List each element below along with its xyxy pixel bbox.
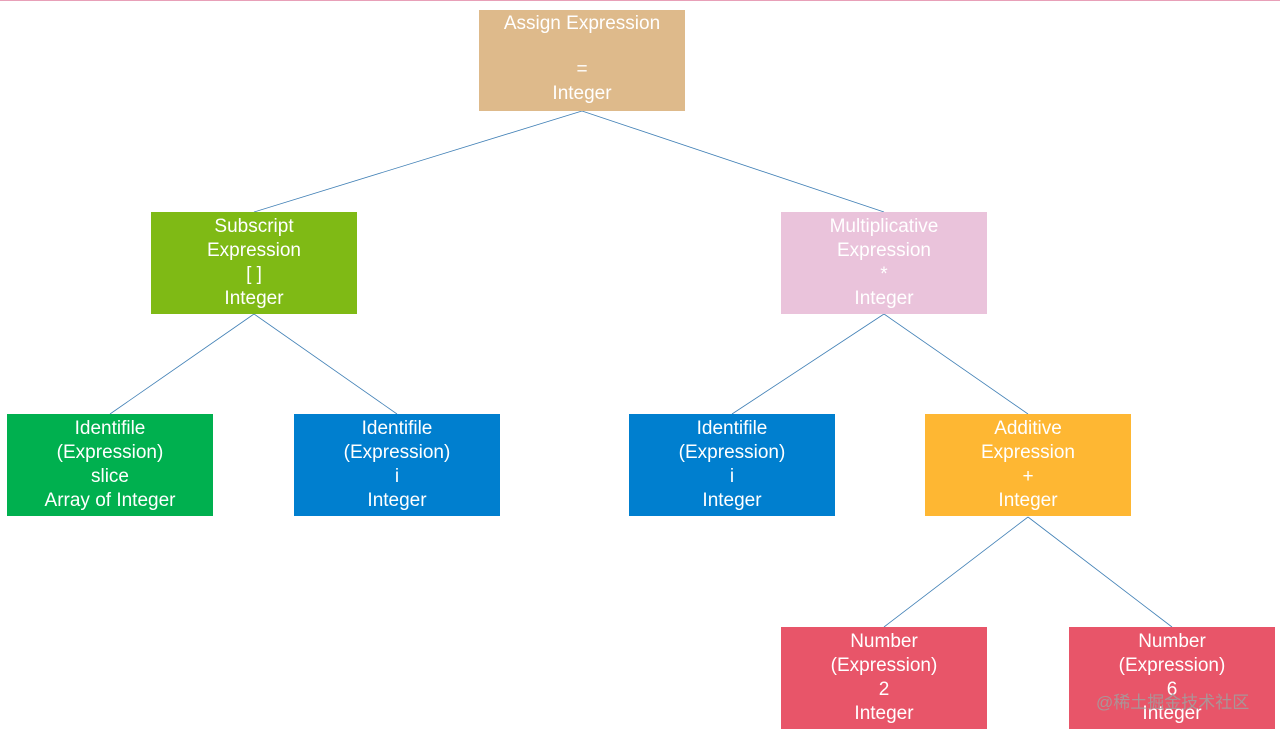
node-line: (Expression): [830, 655, 938, 676]
node-line: Integer: [702, 490, 762, 511]
node-line: Identifile: [361, 418, 433, 439]
node-number-6: Number (Expression) 6 Integer: [1069, 627, 1275, 729]
node-line: Expression: [981, 442, 1075, 463]
node-line: slice: [90, 466, 129, 487]
node-subscript-expression: Subscript Expression [ ] Integer: [151, 212, 357, 314]
node-line: [ ]: [246, 264, 262, 285]
node-line: 2: [878, 679, 890, 700]
node-additive-expression: Additive Expression + Integer: [925, 414, 1131, 516]
edge-assign-subscript: [253, 110, 583, 213]
node-line: i: [729, 466, 735, 487]
node-line: Integer: [854, 288, 914, 309]
top-rule: [0, 0, 1280, 1]
node-line: Integer: [367, 490, 427, 511]
node-line: Integer: [224, 288, 284, 309]
edge-multiplicative-ident-i-right: [731, 313, 885, 415]
node-line: Integer: [998, 490, 1058, 511]
node-line: (Expression): [678, 442, 786, 463]
node-line: Identifile: [696, 418, 768, 439]
node-identifier-slice: Identifile (Expression) slice Array of I…: [7, 414, 213, 516]
edge-assign-multiplicative: [581, 110, 885, 213]
node-line: Assign Expression: [503, 13, 661, 34]
node-line: Array of Integer: [44, 490, 176, 511]
node-line: (Expression): [1118, 655, 1226, 676]
node-line: Integer: [854, 703, 914, 724]
edge-subscript-ident-slice: [109, 313, 255, 415]
node-line: Number: [850, 631, 918, 652]
node-assign-expression: Assign Expression = Integer: [479, 10, 685, 111]
watermark: @稀土掘金技术社区: [1096, 693, 1250, 712]
node-line: Subscript: [214, 216, 294, 237]
edge-multiplicative-additive: [883, 313, 1029, 415]
edge-additive-number-2: [883, 516, 1029, 628]
node-line: =: [576, 59, 588, 80]
node-line: Integer: [552, 83, 612, 104]
node-line: Expression: [207, 240, 301, 261]
node-line: Identifile: [74, 418, 146, 439]
node-identifier-i-left: Identifile (Expression) i Integer: [294, 414, 500, 516]
node-line: i: [394, 466, 400, 487]
node-number-2: Number (Expression) 2 Integer: [781, 627, 987, 729]
node-line: +: [1022, 466, 1034, 487]
node-line: Integer: [1142, 703, 1202, 724]
edge-additive-number-6: [1027, 516, 1173, 628]
node-line: 6: [1166, 679, 1178, 700]
node-line: *: [880, 264, 888, 285]
node-line: (Expression): [56, 442, 164, 463]
node-line: Expression: [837, 240, 931, 261]
node-line: (Expression): [343, 442, 451, 463]
node-line: Additive: [994, 418, 1062, 439]
edge-subscript-ident-i-left: [253, 313, 398, 415]
node-line: Number: [1138, 631, 1206, 652]
node-identifier-i-right: Identifile (Expression) i Integer: [629, 414, 835, 516]
node-line: Multiplicative: [829, 216, 939, 237]
node-multiplicative-expression: Multiplicative Expression * Integer: [781, 212, 987, 314]
